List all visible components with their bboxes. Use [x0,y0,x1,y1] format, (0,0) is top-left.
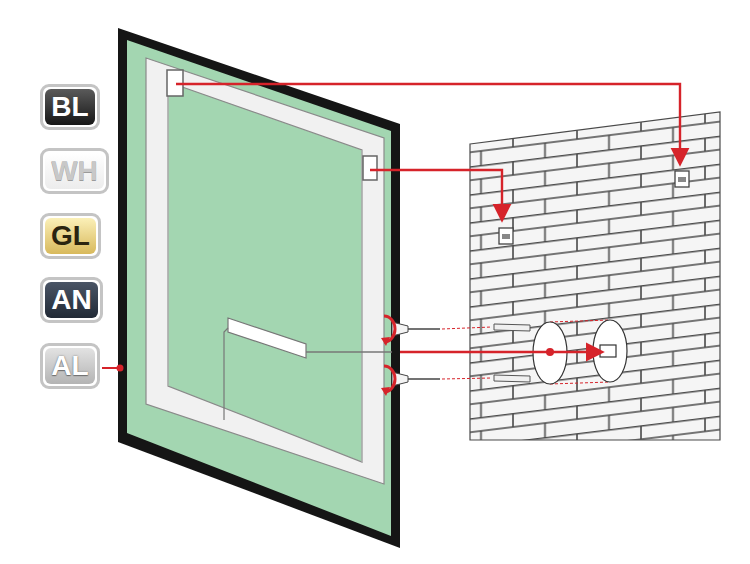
badge-face: WH [45,153,104,189]
mirror-back [127,40,391,536]
guide-arrow [176,84,680,162]
badge-label: WH [51,157,98,185]
color-badge: BL [40,84,100,130]
cable-arrow [400,351,600,353]
screw [381,316,530,346]
color-badge: WH [40,148,109,194]
mirror-frame [118,28,400,548]
badge-face: AL [45,348,95,384]
power-cable [306,351,392,353]
guide-arrow [370,170,502,218]
badge-label: AN [51,286,91,314]
badge-face: GL [45,218,96,254]
led-driver [228,318,306,358]
badge-label: BL [51,93,88,121]
leader-line [102,367,119,369]
color-badge: AN [40,277,103,323]
badge-label: GL [51,222,90,250]
mounting-rails [146,58,384,484]
color-badge: GL [40,213,101,259]
hanger [363,156,377,180]
wall-hook [675,171,689,187]
screw [381,366,530,396]
badge-face: BL [45,89,95,125]
color-badge: AL [40,343,100,389]
wall-hook [499,228,513,244]
brick-wall [470,112,720,440]
badge-label: AL [51,352,88,380]
badge-face: AN [45,282,98,318]
